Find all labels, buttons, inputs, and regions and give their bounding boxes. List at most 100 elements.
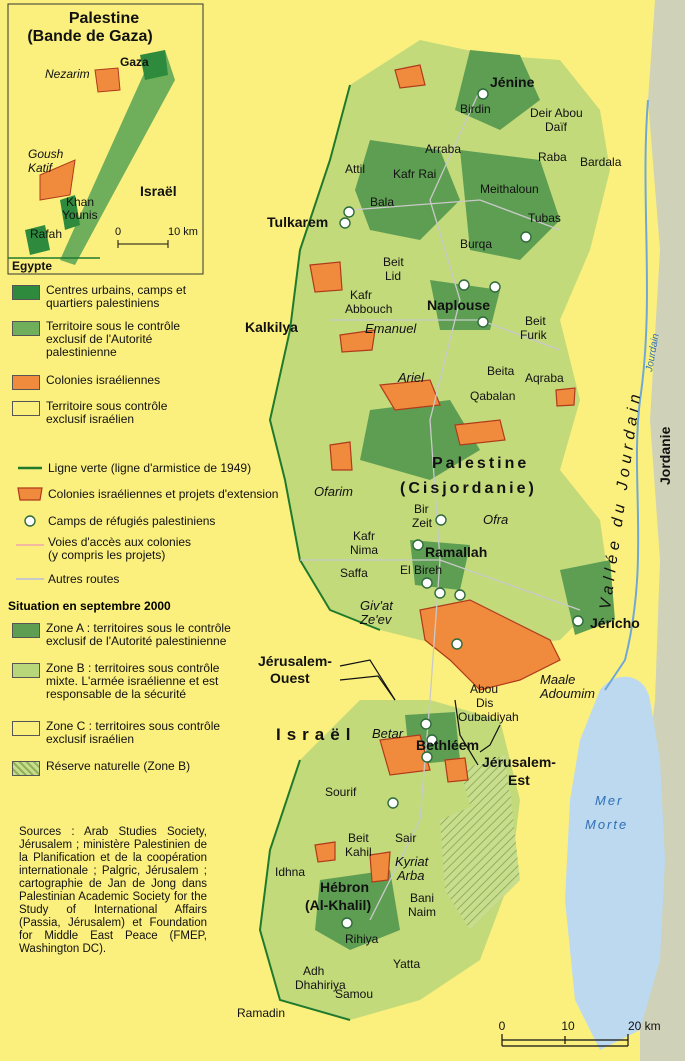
inset-label-egypte: Egypte [12,259,52,273]
legend-line: Voies d'accès aux colonies [48,535,192,549]
place-adh: Adh [303,964,324,978]
place-israel: Israël [276,725,356,744]
place-meithaloun: Meithaloun [480,182,539,196]
place-qabalan: Qabalan [470,389,515,403]
legend-swatch-israeli [12,401,40,416]
legend-item-israeli: Territoire sous contrôle exclusif israél… [12,400,167,426]
place-beita: Beita [487,364,515,378]
place-naplouse: Naplouse [427,297,490,313]
place-sair: Sair [395,831,416,845]
inset-title-1: Palestine [69,10,139,27]
legend-swatch-pa [12,321,40,336]
map-scale-bar [501,1034,629,1047]
place-kyriat: Kyriat [395,854,430,869]
legend-item-pa: Territoire sous le contrôle exclusif de … [12,320,180,359]
inset-label-gaza: Gaza [120,55,149,69]
place-ariel: Ariel [397,370,425,385]
place-betar: Betar [372,726,404,741]
legend-line: mixte. L'armée israélienne et est [46,674,219,688]
place-birdin: Birdin [460,102,491,116]
legend-label-israeli: Territoire sous contrôle exclusif israél… [46,400,167,426]
place-hebron-2: (Al-Khalil) [305,897,371,913]
place-cisjordanie: (Cisjordanie) [400,480,537,497]
place-yatta: Yatta [393,957,420,971]
place-naim: Naim [408,905,436,919]
place-maale: Maale [540,672,575,687]
place-abbouch: Abbouch [345,302,392,316]
legend-line: Territoire sous contrôle [46,399,168,413]
dead-sea [565,676,665,1050]
legend-label-zone-c: Zone C : territoires sous contrôle exclu… [46,720,220,746]
zone-a-jenine [455,50,540,130]
place-ramallah: Ramallah [425,544,487,560]
place-morte: Morte [585,817,628,832]
legend-label-pa: Territoire sous le contrôle exclusif de … [46,320,180,359]
legend-label-autres: Autres routes [48,572,120,586]
green-line [258,84,381,1021]
place-emanuel: Emanuel [365,321,417,336]
scale-twenty: 20 km [628,1019,661,1033]
place-ofarim: Ofarim [314,484,353,499]
place-bala: Bala [370,195,394,209]
zone-a-jericho [560,560,615,635]
legend-swatch-zone-b [12,663,40,678]
place-bani: Bani [410,891,434,905]
jordan-river [604,99,649,691]
place-raba: Raba [538,150,567,164]
legend-swatch-urban [12,285,40,300]
place-jer-est-1: Jérusalem- [482,754,556,770]
legend-label-urban: Centres urbains, camps et quartiers pale… [46,284,186,310]
place-arba: Arba [396,868,424,883]
place-samou: Samou [335,987,373,1001]
zone-a-center [360,400,480,480]
place-beit-kahil-2: Kahil [345,845,372,859]
place-kafr-nima-2: Nima [350,543,378,557]
legend-line: exclusif de l'Autorité [46,332,153,346]
inset-gaza [7,3,204,275]
legend-item-colonies: Colonies israéliennes [12,374,160,390]
place-jordanie: Jordanie [657,426,673,485]
legend-label-zone-a: Zone A : territoires sous le contrôle ex… [46,622,231,648]
legend-swatch-zone-c [12,721,40,736]
legend-line: Territoire sous le contrôle [46,319,181,333]
legend-line: exclusif israélien [46,732,135,746]
legend-swatch-zone-a [12,623,40,638]
place-hebron-1: Hébron [320,879,369,895]
place-abou: Abou [470,682,498,696]
inset-title-2: (Bande de Gaza) [27,28,152,45]
legend-autres: Autres routes [48,573,119,586]
legend-zone-c: Zone C : territoires sous contrôle exclu… [12,720,220,746]
place-rihiya: Rihiya [345,932,379,946]
sources-text: Sources : Arab Studies Society, Jérusale… [19,826,207,955]
place-ofra: Ofra [483,512,508,527]
place-sourif: Sourif [325,785,357,799]
zone-a-hebron [315,870,400,950]
place-beit-kahil-1: Beit [348,831,369,845]
place-burqa: Burqa [460,237,492,251]
legend-situation-title: Situation en septembre 2000 [8,599,171,613]
legend-line: Zone A : territoires sous le contrôle [46,621,231,635]
legend-line: (y compris les projets) [48,548,166,562]
place-palestine: Palestine [432,455,529,472]
place-tubas: Tubas [528,211,561,225]
legend-swatch-reserve [12,761,40,776]
legend-line: exclusif de l'Autorité palestinienne [46,634,227,648]
refugee-camps [339,88,584,929]
place-beit-furik-1: Beit [525,314,546,328]
legend-label-colonies: Colonies israéliennes [46,373,161,387]
place-kalkilya: Kalkilya [245,319,298,335]
inset-label-nezarim: Nezarim [45,67,90,81]
place-ramadin: Ramadin [237,1006,285,1020]
place-adoumim: Adoumim [539,686,595,701]
scale-zero: 0 [499,1019,506,1033]
zone-a-meithaloun [460,150,560,260]
legend-reserve: Réserve naturelle (Zone B) [12,760,190,776]
place-deir-abou: Deir Abou [530,106,583,120]
legend-zone-a: Zone A : territoires sous le contrôle ex… [12,622,231,648]
legend-line: Zone B : territoires sous contrôle [46,661,220,675]
legend-green-line: Ligne verte (ligne d'armistice de 1949) [48,462,251,475]
place-jer-ouest-2: Ouest [270,670,310,686]
place-kafr: Kafr [350,288,372,302]
legend-label-colonies-ext: Colonies israéliennes et projets d'exten… [48,487,279,501]
